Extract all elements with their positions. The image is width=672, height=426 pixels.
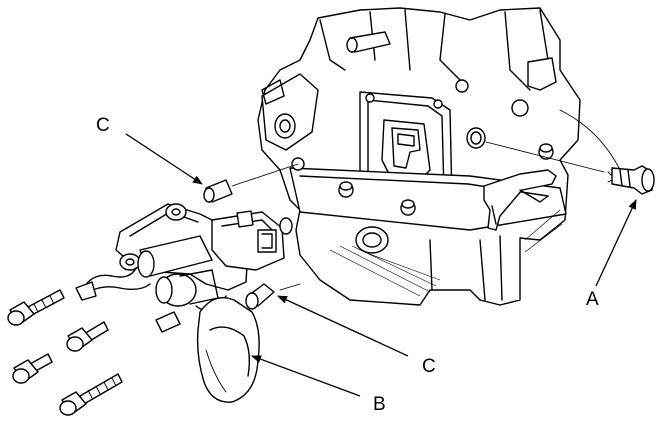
callout-label-c-upper: C <box>96 115 110 136</box>
callout-label-a: A <box>586 289 599 310</box>
collar-c-lower-part <box>245 283 275 310</box>
callout-leader-lines <box>125 133 637 397</box>
rubber-cover-part <box>196 297 260 403</box>
callout-label-c-lower: C <box>422 356 436 377</box>
bolt-a-part <box>607 165 655 195</box>
actuator-bracket-assembly <box>75 203 293 312</box>
collar-c-upper-part <box>203 179 233 203</box>
small-sleeve <box>155 311 181 333</box>
flange-bolts <box>7 289 123 416</box>
transmission-housing <box>257 7 621 306</box>
assembly-guide-lines <box>231 141 605 291</box>
callout-label-b: B <box>373 394 386 415</box>
